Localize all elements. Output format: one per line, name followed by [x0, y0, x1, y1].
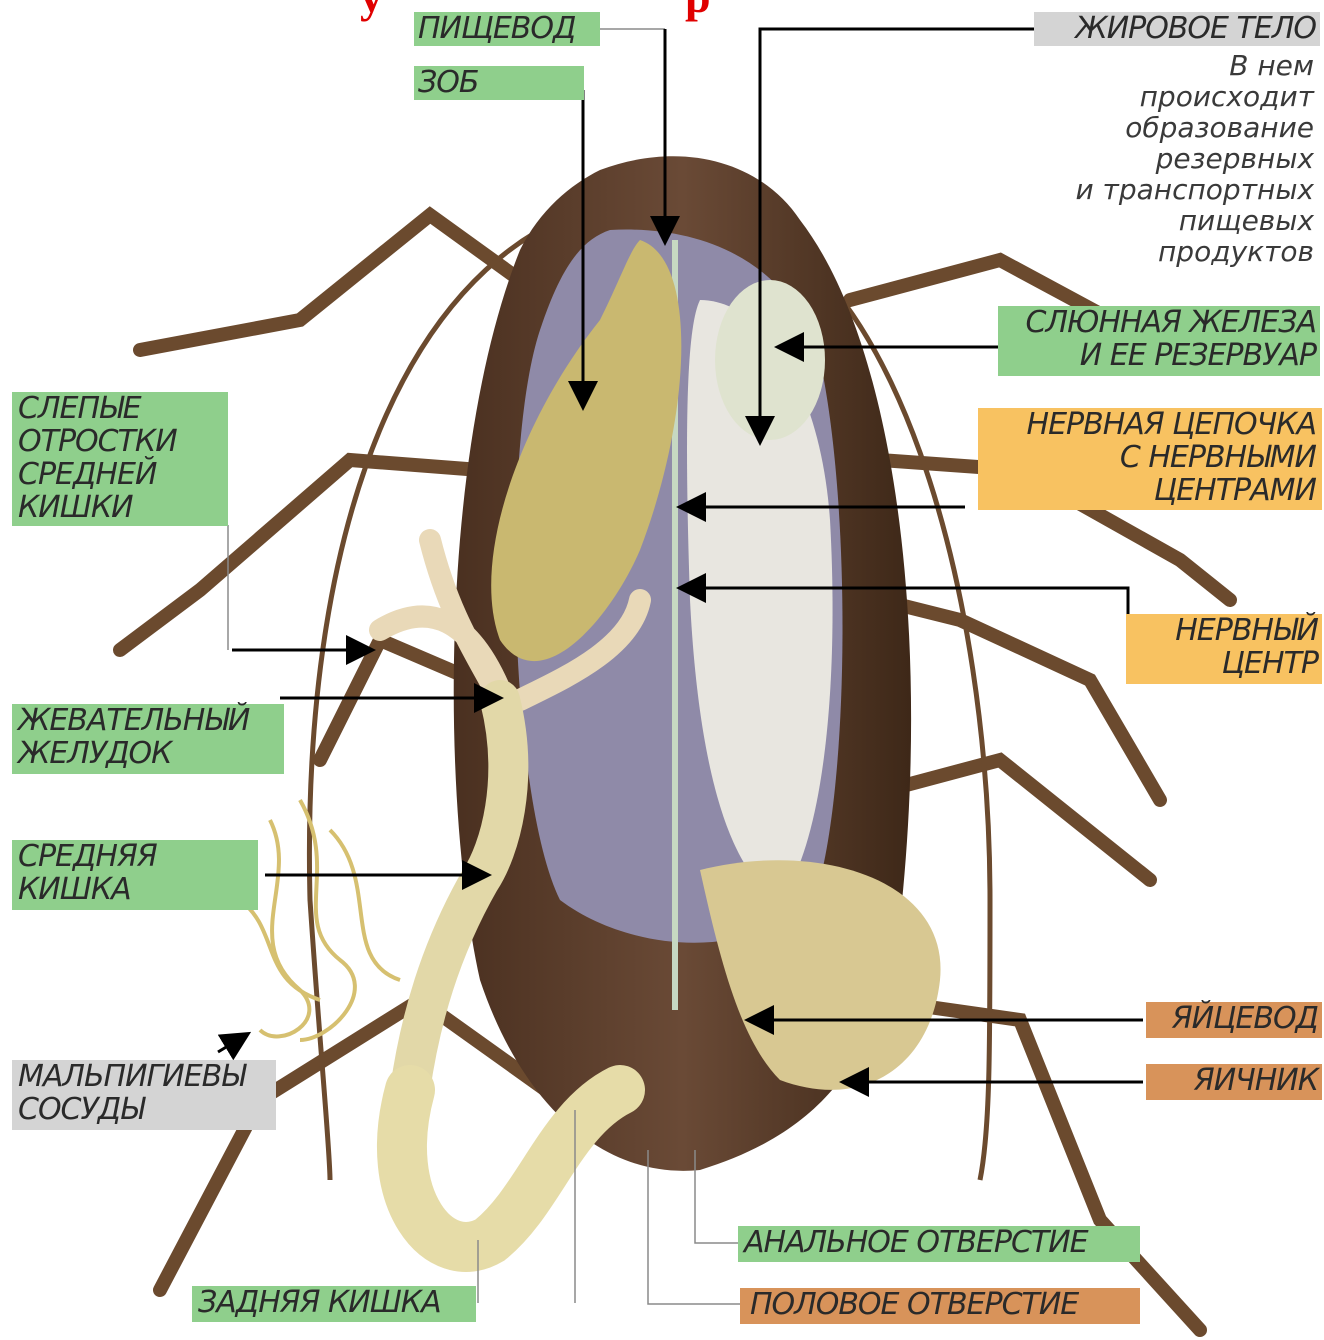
label-genital-opening: ПОЛОВОЕ ОТВЕРСТИЕ — [740, 1288, 1140, 1324]
label-nerve-chain: НЕРВНАЯ ЦЕПОЧКА С НЕРВНЫМИ ЦЕНТРАМИ — [978, 408, 1322, 510]
label-gizzard: ЖЕВАТЕЛЬНЫЙ ЖЕЛУДОК — [12, 704, 284, 774]
label-oviduct: ЯЙЦЕВОД — [1146, 1002, 1322, 1038]
label-gastric-caeca: СЛЕПЫЕ ОТРОСТКИ СРЕДНЕЙ КИШКИ — [12, 392, 228, 526]
label-fat-body: ЖИРОВОЕ ТЕЛО — [1034, 12, 1320, 46]
label-midgut: СРЕДНЯЯ КИШКА — [12, 840, 258, 910]
label-anus: АНАЛЬНОЕ ОТВЕРСТИЕ — [738, 1226, 1140, 1262]
label-salivary-gland: СЛЮННАЯ ЖЕЛЕЗА И ЕЕ РЕЗЕРВУАР — [998, 306, 1320, 376]
fat-body-description: В нем происходит образование резервных и… — [1075, 50, 1314, 267]
label-crop: ЗОБ — [414, 66, 584, 100]
malpighian-tubules — [240, 800, 400, 1040]
label-malpighian: МАЛЬПИГИЕВЫ СОСУДЫ — [12, 1060, 276, 1130]
label-esophagus: ПИЩЕВОД — [414, 12, 600, 46]
label-hindgut: ЗАДНЯЯ КИШКА — [192, 1286, 476, 1322]
label-ovary: ЯИЧНИК — [1146, 1064, 1322, 1100]
hindgut — [402, 1090, 620, 1247]
salivary-gland — [715, 280, 825, 440]
label-nerve-center: НЕРВНЫЙ ЦЕНТР — [1126, 614, 1322, 684]
